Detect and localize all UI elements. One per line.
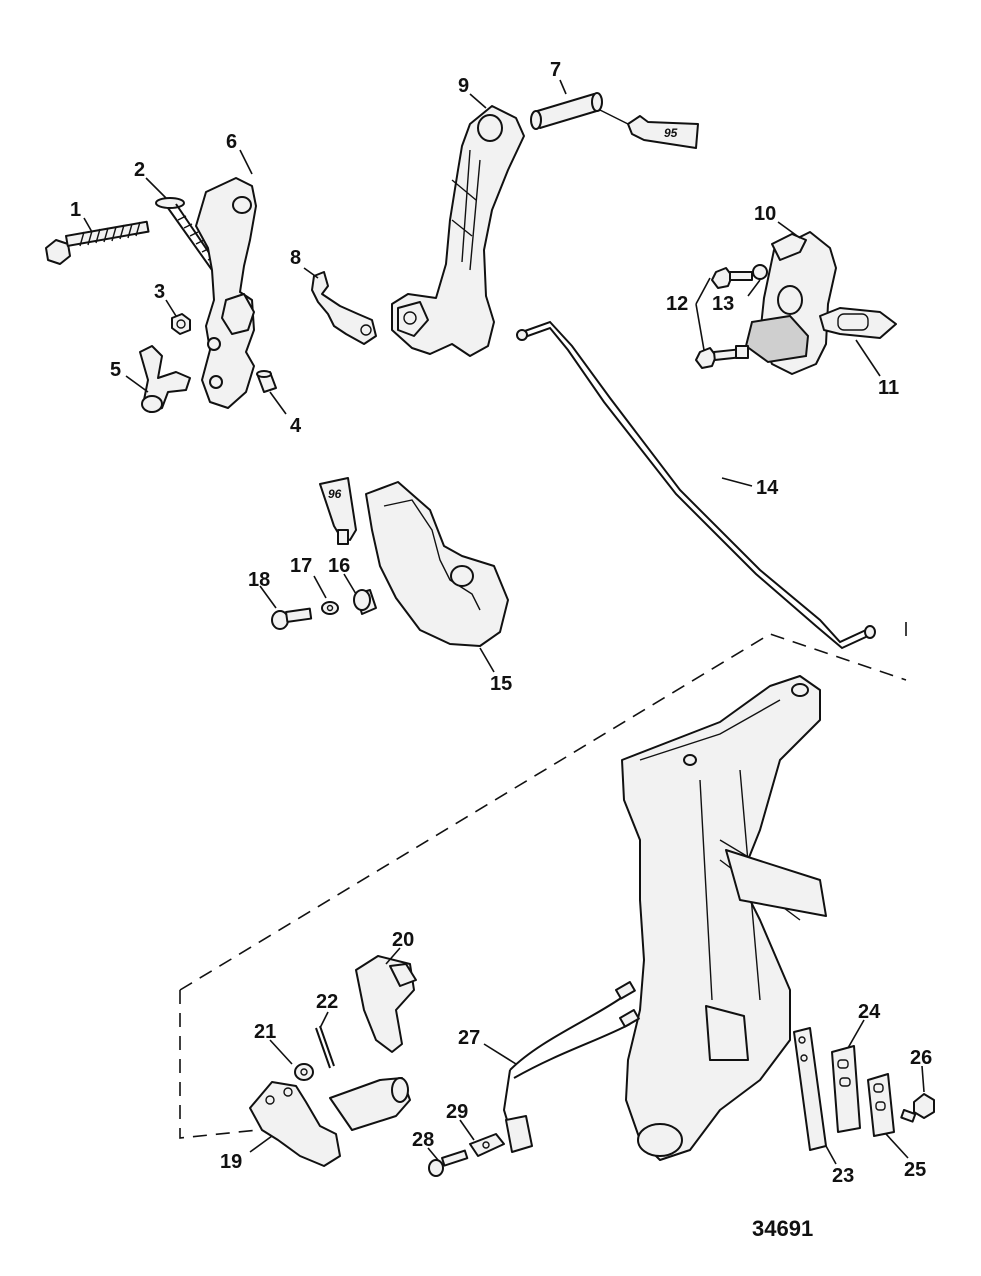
sealant-tube-96: 96 xyxy=(319,477,357,545)
dashed-subassembly-outline xyxy=(179,622,907,1139)
callout-26: 26 xyxy=(910,1047,932,1069)
callout-10: 10 xyxy=(754,203,776,225)
callout-6: 6 xyxy=(226,131,237,153)
callout-17: 17 xyxy=(290,555,312,577)
callout-28: 28 xyxy=(412,1129,434,1151)
callout-19: 19 xyxy=(220,1151,242,1173)
callout-27: 27 xyxy=(458,1027,480,1049)
swivel-bracket-housing xyxy=(621,675,827,1161)
part-10-bracket xyxy=(744,231,837,375)
part-18-screw xyxy=(271,607,313,630)
callout-11: 11 xyxy=(878,377,899,399)
callout-24: 24 xyxy=(858,1001,881,1023)
part-22-cotter-pin xyxy=(315,1025,335,1069)
callout-9: 9 xyxy=(458,75,469,97)
callout-25: 25 xyxy=(904,1159,926,1181)
part-4-bushing xyxy=(256,370,277,393)
callout-23: 23 xyxy=(832,1165,854,1187)
part-3-nut xyxy=(171,313,191,335)
part-16-bushing xyxy=(353,589,377,615)
part-17-washer xyxy=(321,601,339,615)
part-14-link-rod xyxy=(516,320,876,650)
part-23-plate xyxy=(793,1027,827,1151)
part-13-nuts xyxy=(735,264,768,359)
part-25-plate xyxy=(867,1073,895,1137)
sealant-tube-95: 95 xyxy=(599,109,699,149)
callout-1: 1 xyxy=(70,199,81,221)
part-11-gasket-plate xyxy=(819,307,897,339)
leader-lines xyxy=(83,79,925,1165)
callout-22: 22 xyxy=(316,991,338,1013)
callout-14: 14 xyxy=(756,477,779,499)
callout-15: 15 xyxy=(490,673,512,695)
callout-13: 13 xyxy=(712,293,734,315)
callout-16: 16 xyxy=(328,555,350,577)
part-26-bolt xyxy=(900,1093,935,1123)
part-1-bolt xyxy=(45,220,150,265)
callout-3: 3 xyxy=(154,281,165,303)
tube-96-label: 96 xyxy=(328,487,342,501)
part-5-lever-clip xyxy=(139,345,191,413)
part-12-screws xyxy=(695,267,753,369)
part-6-throttle-arm xyxy=(195,177,257,409)
part-20-bracket xyxy=(355,955,417,1053)
callout-labels: 1 2 3 4 5 6 7 8 9 10 11 12 13 14 15 16 1… xyxy=(70,59,932,1187)
callout-4: 4 xyxy=(290,415,302,437)
callout-5: 5 xyxy=(110,359,121,381)
callout-21: 21 xyxy=(254,1021,276,1043)
callout-8: 8 xyxy=(290,247,301,269)
callout-7: 7 xyxy=(550,59,561,81)
part-27-wire-harness xyxy=(502,981,640,1153)
part-29-clip-plate xyxy=(469,1133,505,1157)
callout-18: 18 xyxy=(248,569,270,591)
callout-12: 12 xyxy=(666,293,688,315)
part-28-screw xyxy=(428,1149,469,1177)
callout-29: 29 xyxy=(446,1101,468,1123)
callout-20: 20 xyxy=(392,929,414,951)
part-21-washer xyxy=(294,1063,314,1081)
figure-number: 34691 xyxy=(752,1216,813,1241)
part-19-sensor-arm xyxy=(249,1077,411,1167)
part-24-plate xyxy=(831,1045,861,1133)
part-7-pin xyxy=(530,92,603,130)
part-15-cover xyxy=(365,481,509,647)
tube-95-label: 95 xyxy=(664,126,678,140)
callout-2: 2 xyxy=(134,159,145,181)
part-8-linkage-clip xyxy=(311,271,377,345)
part-9-shift-lever-arm xyxy=(391,105,525,357)
